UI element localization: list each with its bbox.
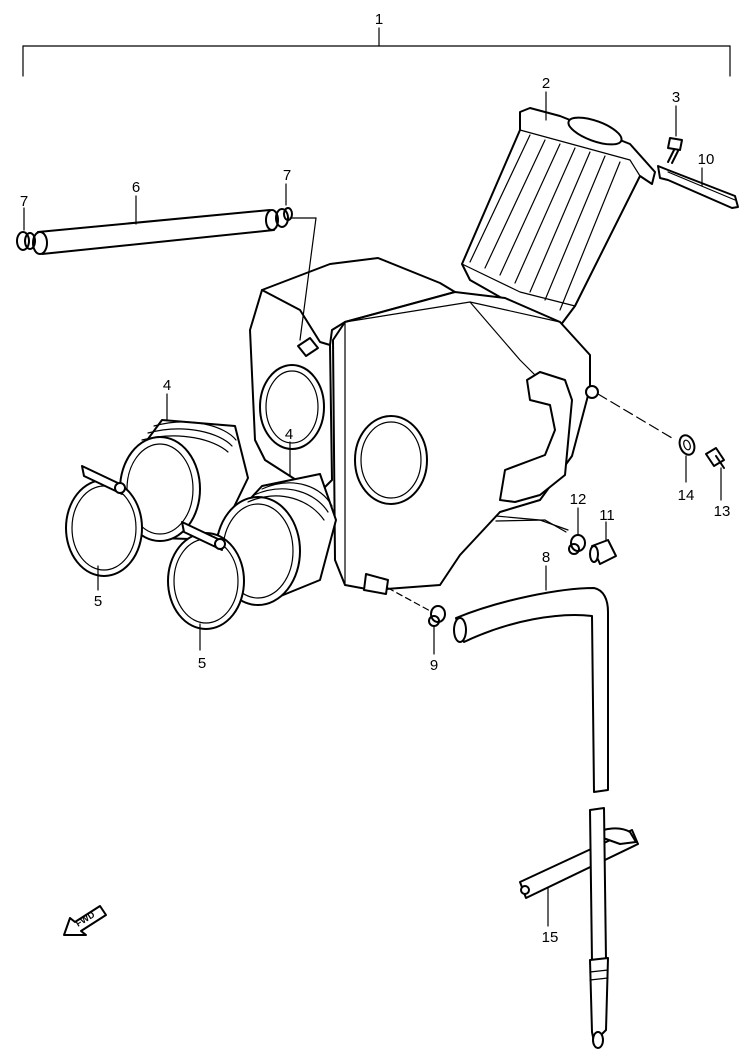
callout-5b: 5 [198,655,206,672]
callout-3: 3 [672,89,680,106]
callout-11: 11 [599,507,615,524]
part-bolt-13 [705,447,725,469]
leader-lines [23,91,722,927]
part-clip-9 [428,605,446,627]
part-clamp-5a [65,465,143,577]
callout-10: 10 [698,151,715,168]
callout-4b: 4 [285,426,293,443]
part-clip-12 [568,534,586,555]
callout-7a: 7 [20,193,28,210]
part-element-2 [461,107,656,327]
part-screw-3 [667,137,683,164]
part-washer-14 [678,434,696,456]
part-clamp-plate-15 [519,827,639,899]
callout-1: 1 [375,11,383,28]
callout-labels: 1 2 3 10 6 7 7 4 4 5 5 9 8 12 11 14 13 1… [20,11,731,946]
part-drain-tube [589,807,609,1049]
forward-arrow-icon: FWD [63,905,107,936]
callout-6: 6 [132,179,140,196]
callout-4a: 4 [163,377,171,394]
callout-8: 8 [542,549,550,566]
part-clip-7b [275,207,293,228]
part-hose-6 [32,209,279,255]
assembly-bracket [22,27,731,77]
callout-2: 2 [542,75,550,92]
callout-14: 14 [678,487,695,504]
part-bracket-10 [657,165,739,209]
callout-12: 12 [570,491,587,508]
callout-7b: 7 [283,167,291,184]
callout-13: 13 [714,503,731,520]
callout-15: 15 [542,929,559,946]
part-clip-7a [16,231,36,251]
callout-5a: 5 [94,593,102,610]
callout-9: 9 [430,657,438,674]
part-cap-11 [589,539,617,565]
part-drain-hose-8 [453,587,609,793]
part-clamp-5b [167,521,245,630]
